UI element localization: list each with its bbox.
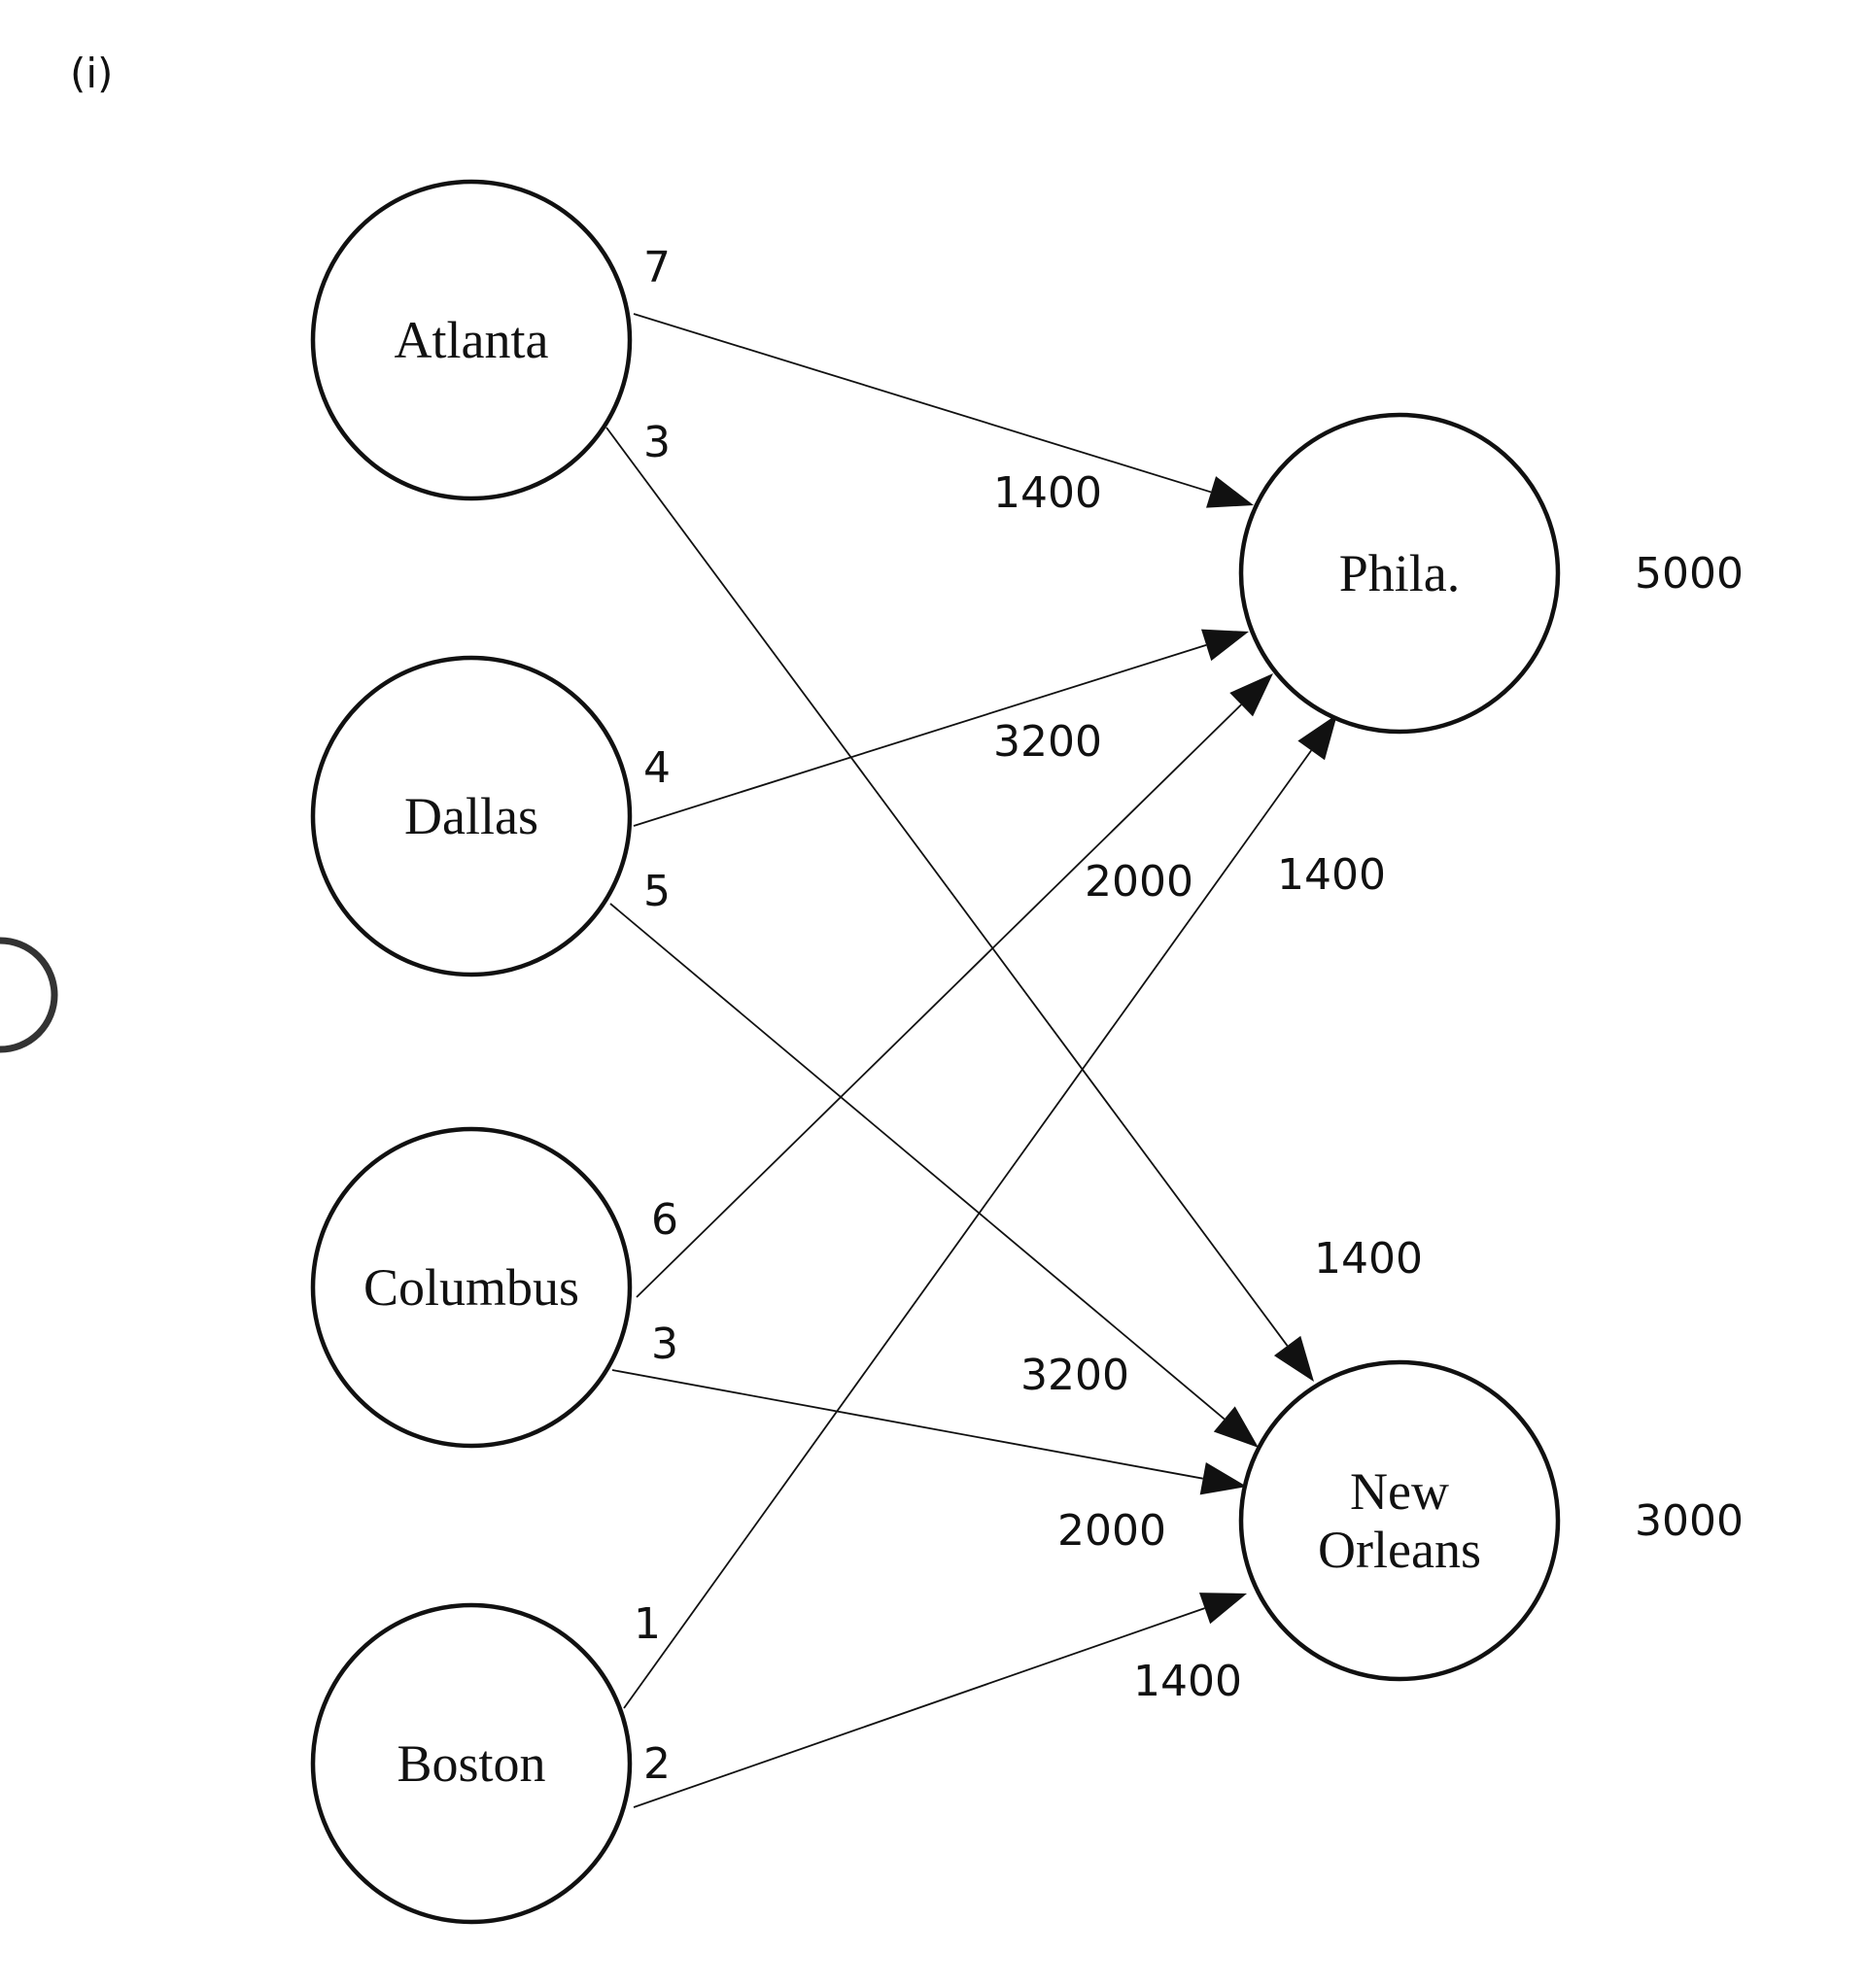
- edge-cost-boston-to-new-orleans: 2: [643, 1739, 671, 1789]
- demand-phila: 5000: [1635, 549, 1744, 599]
- arrowhead-columbus-to-phila: [1229, 673, 1273, 717]
- edge-dallas-to-phila: [633, 644, 1207, 827]
- node-label-new-orleans: New: [1350, 1462, 1449, 1521]
- edge-flow-atlanta-to-new-orleans: 1400: [1314, 1234, 1423, 1284]
- edge-flow-dallas-to-new-orleans: 3200: [1020, 1351, 1129, 1400]
- arrowhead-atlanta-to-new-orleans: [1273, 1335, 1314, 1382]
- arrowhead-boston-to-phila: [1297, 714, 1337, 761]
- edge-flow-boston-to-phila: 1400: [1277, 850, 1386, 900]
- edge-boston-to-new-orleans: [633, 1607, 1205, 1808]
- edge-cost-columbus-to-new-orleans: 3: [651, 1320, 678, 1369]
- node-boston: [310, 1602, 633, 1925]
- arrowhead-dallas-to-phila: [1201, 629, 1249, 662]
- edge-atlanta-to-phila: [633, 313, 1212, 494]
- arrowhead-boston-to-new-orleans: [1198, 1593, 1247, 1625]
- edge-dallas-to-new-orleans: [609, 903, 1226, 1421]
- edge-cost-atlanta-to-new-orleans: 3: [643, 418, 671, 467]
- edge-cost-atlanta-to-phila: 7: [643, 243, 671, 292]
- edge-flow-columbus-to-phila: 2000: [1085, 857, 1193, 907]
- edge-cost-dallas-to-phila: 4: [643, 743, 671, 793]
- node-label-columbus: Columbus: [363, 1258, 579, 1317]
- node-columbus: [310, 1126, 633, 1449]
- edge-flow-columbus-to-new-orleans: 2000: [1057, 1506, 1166, 1556]
- node-label-dallas: Dallas: [404, 787, 538, 845]
- edge-flow-dallas-to-phila: 3200: [993, 717, 1102, 767]
- cropped-circle-edge-mark: [0, 937, 58, 1053]
- demand-new-orleans: 3000: [1635, 1496, 1744, 1546]
- node-label-atlanta: Atlanta: [395, 311, 549, 369]
- node-atlanta: [310, 179, 633, 501]
- labels-layer: 7 1400 3 1400 4 3200 5 3200 6 2000 3 2000 1 1400 2 1400…: [634, 243, 1744, 1789]
- edges-layer: [605, 313, 1337, 1808]
- edge-columbus-to-new-orleans: [611, 1369, 1203, 1480]
- edge-cost-boston-to-phila: 1: [634, 1599, 661, 1649]
- node-phila: [1238, 412, 1561, 735]
- node-new-orleans: [1238, 1359, 1561, 1682]
- edge-boston-to-phila: [623, 749, 1312, 1709]
- arrowhead-dallas-to-new-orleans: [1213, 1406, 1259, 1448]
- node-dallas: [310, 655, 633, 977]
- edge-columbus-to-phila: [636, 703, 1242, 1298]
- edge-cost-columbus-to-phila: 6: [651, 1195, 678, 1245]
- arrowhead-columbus-to-new-orleans: [1199, 1461, 1247, 1495]
- edge-cost-dallas-to-new-orleans: 5: [643, 867, 671, 916]
- node-label-new-orleans: Orleans: [1318, 1521, 1481, 1579]
- node-label-boston: Boston: [397, 1734, 545, 1793]
- edge-flow-boston-to-new-orleans: 1400: [1133, 1657, 1242, 1706]
- part-label: (i): [70, 50, 113, 97]
- arrowhead-atlanta-to-phila: [1206, 476, 1254, 508]
- edge-atlanta-to-new-orleans: [605, 427, 1289, 1347]
- node-label-phila: Phila.: [1339, 544, 1461, 602]
- edge-flow-atlanta-to-phila: 1400: [993, 468, 1102, 518]
